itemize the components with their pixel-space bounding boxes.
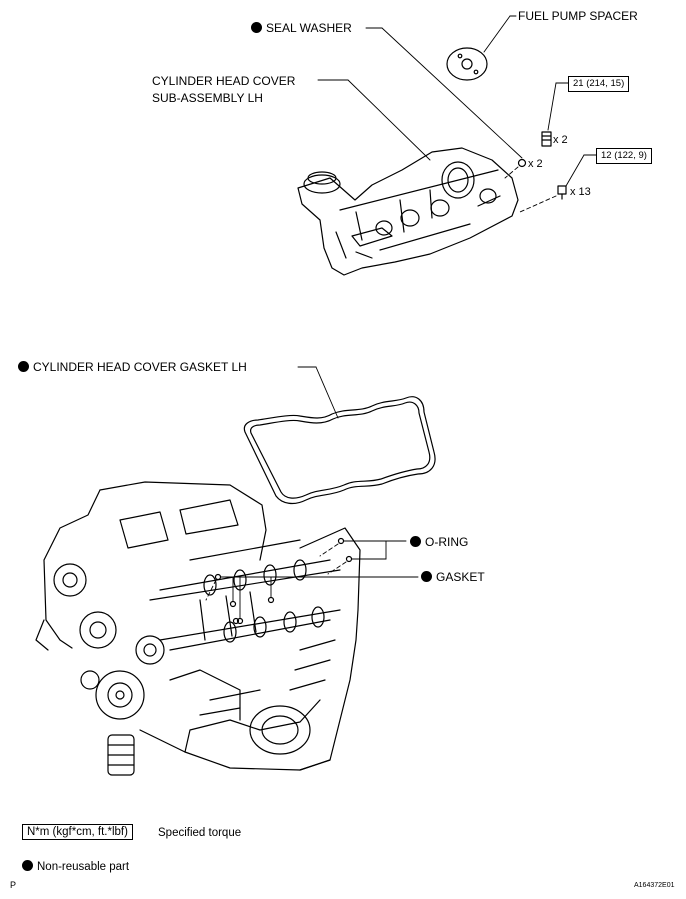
bolt-quantity: x 13 xyxy=(570,186,591,198)
legend-torque-description: Specified torque xyxy=(158,827,242,839)
non-reusable-dot-icon xyxy=(22,860,33,871)
stud-bolt-part xyxy=(541,131,552,147)
cylinder-head-cover-gasket-label: CYLINDER HEAD COVER GASKET LH xyxy=(18,360,247,374)
legend-non-reusable-text: Non-reusable part xyxy=(37,861,130,873)
fuel-pump-spacer-label: FUEL PUMP SPACER xyxy=(518,9,638,23)
gasket-parts xyxy=(214,573,275,625)
torque-spec-box-1: 21 (214, 15) xyxy=(568,76,630,92)
o-ring-text: O-RING xyxy=(425,535,469,549)
non-reusable-dot-icon xyxy=(251,22,262,33)
stud-bolt-quantity: x 2 xyxy=(553,134,568,146)
legend-non-reusable: Non-reusable part xyxy=(22,860,129,874)
figure-id: A164372E01 xyxy=(634,882,675,889)
cylinder-head-cover-gasket-text: CYLINDER HEAD COVER GASKET LH xyxy=(33,360,247,374)
cylinder-head-cover-label-line1: CYLINDER HEAD COVER xyxy=(152,74,296,88)
legend-torque-unit-box: N*m (kgf*cm, ft.*lbf) xyxy=(22,824,133,840)
seal-washer-quantity: x 2 xyxy=(528,158,543,170)
gasket-label: GASKET xyxy=(421,570,485,584)
engine-assembly-part xyxy=(35,481,361,776)
seal-washer-text: SEAL WASHER xyxy=(266,21,352,35)
seal-washer-part xyxy=(517,158,527,168)
fuel-pump-spacer-part xyxy=(446,47,488,81)
non-reusable-dot-icon xyxy=(421,571,432,582)
o-ring-label: O-RING xyxy=(410,535,468,549)
cylinder-head-cover-label-line2: SUB-ASSEMBLY LH xyxy=(152,91,263,105)
torque-spec-box-2: 12 (122, 9) xyxy=(596,148,652,164)
cylinder-head-cover-gasket-part xyxy=(243,396,436,505)
page-code: P xyxy=(10,880,17,890)
non-reusable-dot-icon xyxy=(410,536,421,547)
non-reusable-dot-icon xyxy=(18,361,29,372)
bolt-part xyxy=(557,185,567,200)
cylinder-head-cover-part xyxy=(297,147,519,276)
seal-washer-label: SEAL WASHER xyxy=(251,21,352,35)
gasket-text: GASKET xyxy=(436,570,485,584)
o-ring-parts xyxy=(337,537,353,563)
